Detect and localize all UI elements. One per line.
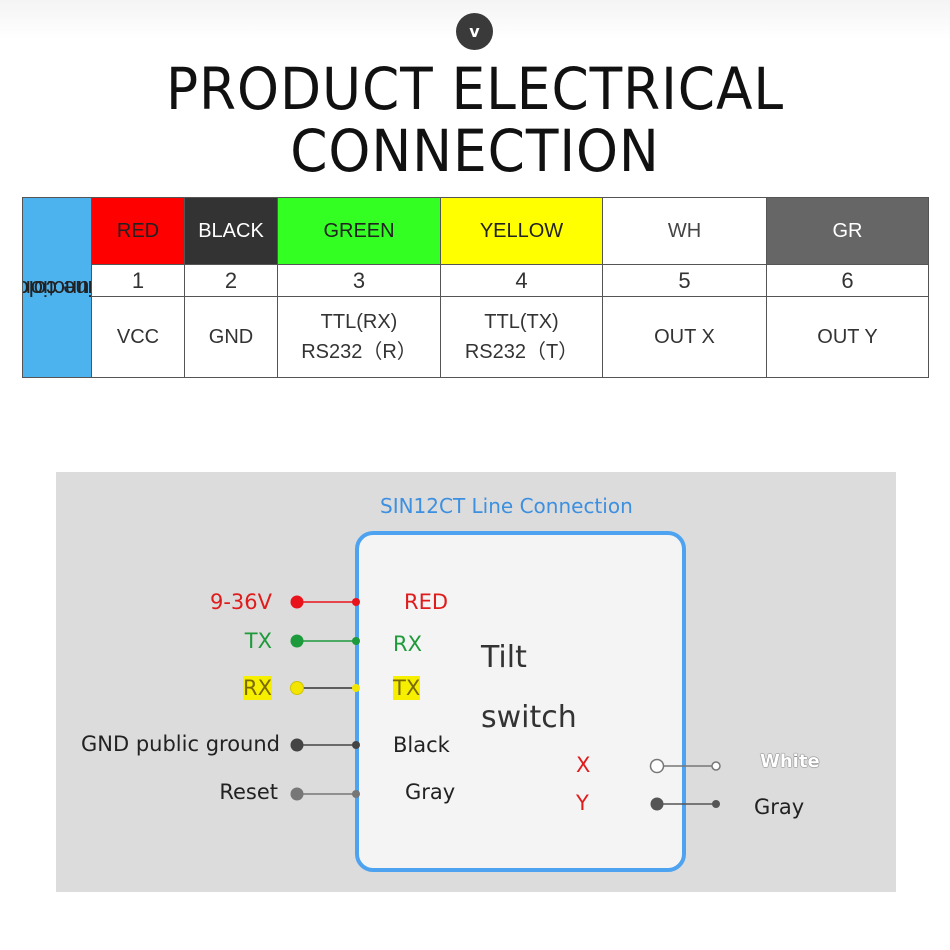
terminal-dot [352,790,360,798]
function-line: GND [208,326,254,348]
terminal-dot [352,684,360,692]
pin-function: TTL(TX) RS232（T） [440,296,603,378]
color-label: GR [832,219,863,242]
pin-function: GND [184,296,278,378]
box-label-line1: Tilt [481,640,527,675]
wire-label-rx: RX [393,632,422,656]
pin-function: OUT X [602,296,767,378]
function-line: TTL(RX) [320,311,398,333]
function-line: OUT X [654,326,715,348]
terminal-dot [352,637,360,645]
terminal-dot [650,797,664,811]
terminal-dot [290,681,304,695]
pin-number: 4 [440,264,603,297]
page-title: PRODUCT ELECTRICAL CONNECTION [38,58,912,182]
color-cell-gray: GR [766,197,929,265]
pin-label-rx: RX [243,676,272,700]
color-cell-white: WH [602,197,767,265]
terminal-dot [352,741,360,749]
terminal-dot [711,761,721,771]
pin-function: OUT Y [766,296,929,378]
color-label: BLACK [198,219,264,242]
terminal-dot [290,634,304,648]
pin-label-reset: Reset [219,780,278,804]
chevron-down-icon: v [456,13,493,50]
color-cell-green: GREEN [277,197,441,265]
color-cell-black: BLACK [184,197,278,265]
pin-number: 2 [184,264,278,297]
output-label-y: Y [576,791,589,815]
terminal-dot [290,595,304,609]
wire-label-white: White [760,751,820,772]
tilt-switch-box [355,531,686,872]
terminal-dot [290,787,304,801]
color-label: YELLOW [479,219,564,242]
diagram-title: SIN12CT Line Connection [380,494,633,518]
output-label-x: X [576,753,591,777]
function-line: RS232（R） [301,341,417,363]
function-line: VCC [116,326,160,348]
pin-label-tx: TX [244,629,272,653]
wire-label-gray: Gray [405,780,456,804]
row-header: Line colorfunction [22,197,92,378]
box-label-line2: switch [481,700,577,735]
pin-number: 5 [602,264,767,297]
color-label: WH [667,219,702,242]
color-label: RED [116,219,160,242]
color-cell-red: RED [91,197,185,265]
wire-label-gray-out: Gray [754,795,805,819]
pin-function: TTL(RX) RS232（R） [277,296,441,378]
terminal-dot [352,598,360,606]
pin-label-power: 9-36V [209,590,272,614]
pin-function: VCC [91,296,185,378]
wire-label-black: Black [393,733,450,757]
function-line: OUT Y [817,326,878,348]
terminal-dot [649,758,665,774]
function-line: RS232（T） [464,341,579,363]
terminal-dot [712,800,720,808]
pin-label-gnd: GND public ground [81,732,280,756]
wire-label-red: RED [404,590,449,614]
pin-table: Line colorfunction RED BLACK GREEN YELLO… [22,197,929,378]
color-label: GREEN [323,219,395,242]
function-line: TTL(TX) [484,311,559,333]
page-title-line2: CONNECTION [290,117,660,185]
page-title-line1: PRODUCT ELECTRICAL [165,55,785,123]
terminal-dot [290,738,304,752]
wire-label-tx: TX [393,676,421,700]
